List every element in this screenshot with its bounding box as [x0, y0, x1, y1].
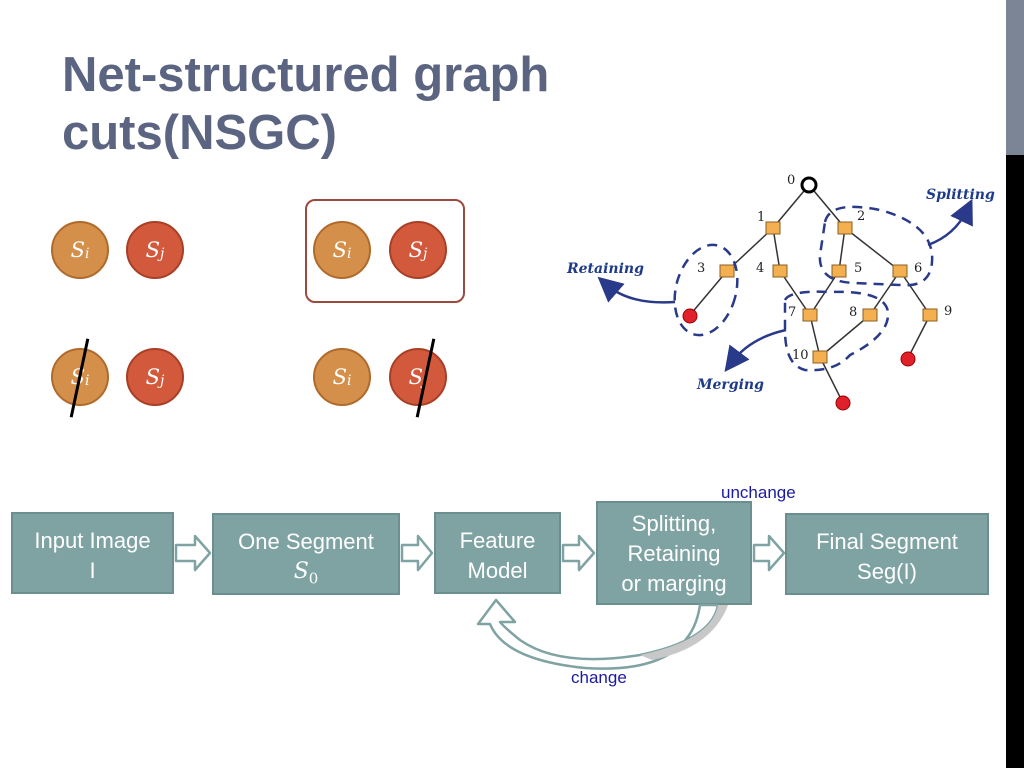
node-label-8: 8 — [849, 305, 857, 320]
flow-box-line: Splitting, — [631, 511, 717, 536]
flow-arrows — [174, 534, 786, 670]
tree-edges — [689, 184, 931, 404]
merging-group — [783, 290, 890, 372]
merging-label: Merging — [696, 377, 764, 393]
node-label-0: 0 — [787, 173, 795, 188]
block-arrows — [174, 534, 786, 572]
removed-sj-circle: Sj — [389, 348, 447, 406]
feedback-arrow-shade — [640, 605, 728, 660]
node-label-2: 2 — [857, 209, 865, 224]
right-edge-bar-accent — [1006, 0, 1024, 155]
flow-box-line: Model — [467, 558, 528, 583]
si-subscript: i — [346, 373, 352, 389]
arrow-1 — [174, 534, 212, 572]
node-label-1: 1 — [757, 210, 765, 225]
flow-box-line: One Segment — [238, 529, 374, 554]
s0-subscript: 0 — [308, 569, 319, 588]
flow-box-symbol: S0 — [214, 557, 398, 593]
flow-box-line: Retaining — [627, 541, 721, 566]
si-subscript: i — [346, 246, 352, 262]
root-node — [800, 176, 818, 194]
internal-nodes — [719, 221, 938, 364]
si-label: S — [332, 365, 347, 389]
flow-box-line: Input Image — [34, 528, 151, 553]
flow-box-splitting-retaining: Splitting, Retaining or marging — [596, 501, 752, 605]
sj-subscript: j — [160, 246, 165, 262]
group-labels: Splitting Retaining Merging — [566, 187, 995, 393]
sj-label: S — [408, 365, 424, 389]
node-label-5: 5 — [854, 261, 862, 276]
net-structure-tree: 0 1 2 3 4 5 6 7 8 9 10 Splitting Retaini… — [566, 173, 995, 411]
flow-box-one-segment: One Segment S0 — [212, 513, 400, 595]
node-label-10: 10 — [792, 348, 809, 363]
flow-box-line: Feature — [459, 528, 536, 553]
sj-subscript: j — [423, 246, 428, 262]
node-label-6: 6 — [914, 261, 922, 276]
right-edge-bar — [1006, 0, 1024, 768]
arrow-2 — [400, 534, 434, 572]
flow-box-feature-model: Feature Model — [434, 512, 561, 594]
unchange-label: unchange — [721, 483, 796, 502]
node-label-3: 3 — [697, 261, 705, 276]
flow-box-final-segment: Final Segment Seg(I) — [785, 513, 989, 595]
node-label-9: 9 — [944, 304, 952, 319]
arrow-4 — [752, 534, 786, 572]
arrow-3 — [561, 534, 596, 572]
retaining-label: Retaining — [566, 261, 644, 277]
si-label: S — [70, 238, 85, 262]
sj-subscript: j — [160, 373, 165, 389]
flow-box-input-image: Input Image I — [11, 512, 174, 594]
splitting-group — [818, 205, 934, 287]
flow-box-line: Final Segment — [816, 529, 958, 554]
leaf-nodes — [682, 308, 916, 411]
change-feedback-arrow — [476, 598, 720, 670]
node-labels: 0 1 2 3 4 5 6 7 8 9 10 — [697, 173, 952, 363]
si-label: S — [332, 238, 347, 262]
s0-label: S — [293, 559, 309, 584]
sj-label: S — [408, 238, 424, 262]
splitting-label: Splitting — [926, 187, 995, 203]
retaining-group — [673, 243, 739, 337]
flow-box-line: or marging — [621, 571, 727, 596]
merged-pair-box — [305, 199, 465, 303]
si-subscript: i — [84, 246, 90, 262]
slide-title: Net-structured graph cuts(NSGC) — [62, 48, 550, 160]
group-arrows — [597, 198, 973, 372]
flow-box-line: Seg(I) — [857, 559, 917, 584]
node-label-7: 7 — [788, 305, 796, 320]
sj-label: S — [145, 365, 161, 389]
change-label: change — [571, 668, 627, 687]
group-outlines — [673, 205, 934, 372]
sj-label: S — [145, 238, 161, 262]
node-label-4: 4 — [756, 261, 764, 276]
flow-box-line: I — [89, 558, 96, 583]
si-subscript: i — [84, 373, 90, 389]
